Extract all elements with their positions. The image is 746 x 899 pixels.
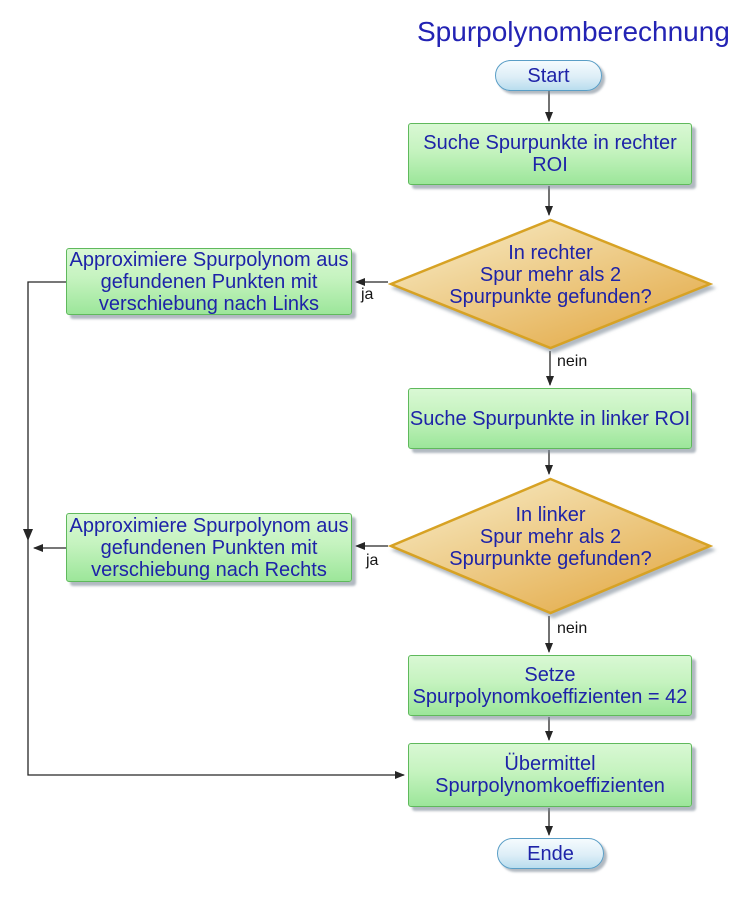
edge-label-ja-left: ja	[366, 552, 379, 569]
edge-label-ja-right: ja	[361, 286, 374, 303]
decision-diamond-shape	[388, 477, 713, 615]
edge-approx-left-return	[27, 281, 405, 779]
start-terminal: Start	[495, 60, 602, 91]
edge-label-nein-right: nein	[557, 353, 588, 370]
decision-right-lane: In rechter Spur mehr als 2 Spurpunkte ge…	[388, 218, 713, 350]
decision-diamond-shape	[388, 218, 713, 350]
process-transmit-coefficients: Übermittel Spurpolynomkoeffizienten	[408, 743, 692, 807]
process-approx-shift-right: Approximiere Spurpolynom aus gefundenen …	[66, 513, 352, 582]
decision-left-lane: In linker Spur mehr als 2 Spurpunkte gef…	[388, 477, 713, 615]
edge-merge-down-arrowhead	[23, 529, 33, 541]
page-title: Spurpolynomberechnung	[417, 16, 730, 47]
process-search-left-roi: Suche Spurpunkte in linker ROI	[408, 388, 692, 449]
process-set-coefficients: Setze Spurpolynomkoeffizienten = 42	[408, 655, 692, 716]
process-approx-shift-left: Approximiere Spurpolynom aus gefundenen …	[66, 248, 352, 315]
edge-label-nein-left: nein	[557, 620, 588, 637]
end-terminal: Ende	[497, 838, 604, 869]
decision-right-lane-text: In rechter Spur mehr als 2 Spurpunkte ge…	[449, 242, 652, 308]
decision-left-lane-text: In linker Spur mehr als 2 Spurpunkte gef…	[449, 504, 652, 570]
process-search-right-roi: Suche Spurpunkte in rechter ROI	[408, 123, 692, 185]
